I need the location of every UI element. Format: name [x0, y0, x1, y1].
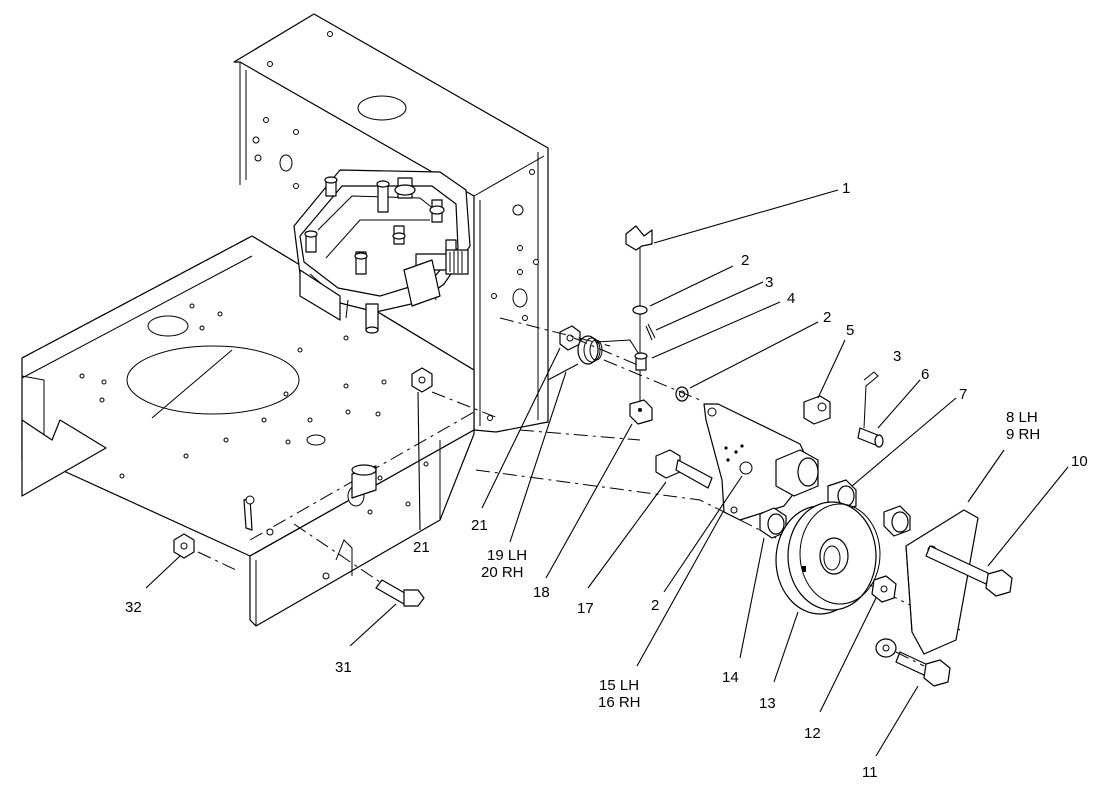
callout-2-mid: 2 [823, 309, 831, 326]
callout-13: 13 [759, 695, 776, 712]
callout-labels: 1 2 3 4 2 5 3 6 7 8 LH 9 RH 10 21 21 19 … [125, 180, 1088, 781]
callout-14: 14 [722, 669, 739, 686]
callout-19: 19 LH [487, 547, 527, 564]
callout-9: 9 RH [1006, 426, 1040, 443]
callout-32: 32 [125, 599, 142, 616]
callout-3-top: 3 [765, 274, 773, 291]
callout-17: 17 [577, 600, 594, 617]
callout-21-right: 21 [471, 517, 488, 534]
callout-21-left: 21 [413, 539, 430, 556]
callout-3-right: 3 [893, 348, 901, 365]
callout-12: 12 [804, 725, 821, 742]
callout-16: 16 RH [598, 694, 641, 711]
callout-8: 8 LH [1006, 409, 1038, 426]
callout-2-low: 2 [651, 597, 659, 614]
callout-7: 7 [959, 386, 967, 403]
callout-18: 18 [533, 584, 550, 601]
callout-4: 4 [787, 290, 795, 307]
callout-2-top: 2 [741, 252, 749, 269]
rear-panel [233, 13, 549, 433]
callout-11: 11 [862, 764, 878, 781]
callout-6: 6 [921, 366, 929, 383]
outer-bracket [875, 509, 1013, 687]
callout-1: 1 [842, 180, 850, 197]
transmission-housing [293, 169, 471, 334]
spacers [759, 371, 911, 539]
leader-lines [145, 189, 1069, 757]
callout-5: 5 [846, 322, 854, 339]
callout-31: 31 [335, 659, 352, 676]
shoulder-bolt [655, 449, 713, 489]
callout-20: 20 RH [481, 564, 524, 581]
pulley [775, 501, 897, 615]
frame-hardware [173, 325, 641, 607]
callout-10: 10 [1071, 453, 1088, 470]
frame-assembly [21, 13, 549, 627]
callout-15: 15 LH [599, 677, 639, 694]
